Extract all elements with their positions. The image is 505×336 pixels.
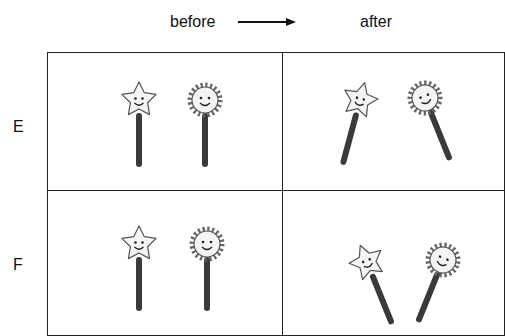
- column-header: before: [170, 13, 215, 31]
- wand-pair-f-after: [344, 239, 462, 328]
- wand-pair-e-after: [327, 78, 463, 166]
- row-label: E: [13, 118, 24, 136]
- wand-pair-f-before: [122, 226, 222, 308]
- wand-pair-e-before: [122, 82, 220, 164]
- row-label: F: [13, 256, 23, 274]
- table-grid: [48, 53, 505, 336]
- header-arrow: [238, 18, 296, 26]
- column-header: after: [360, 13, 392, 31]
